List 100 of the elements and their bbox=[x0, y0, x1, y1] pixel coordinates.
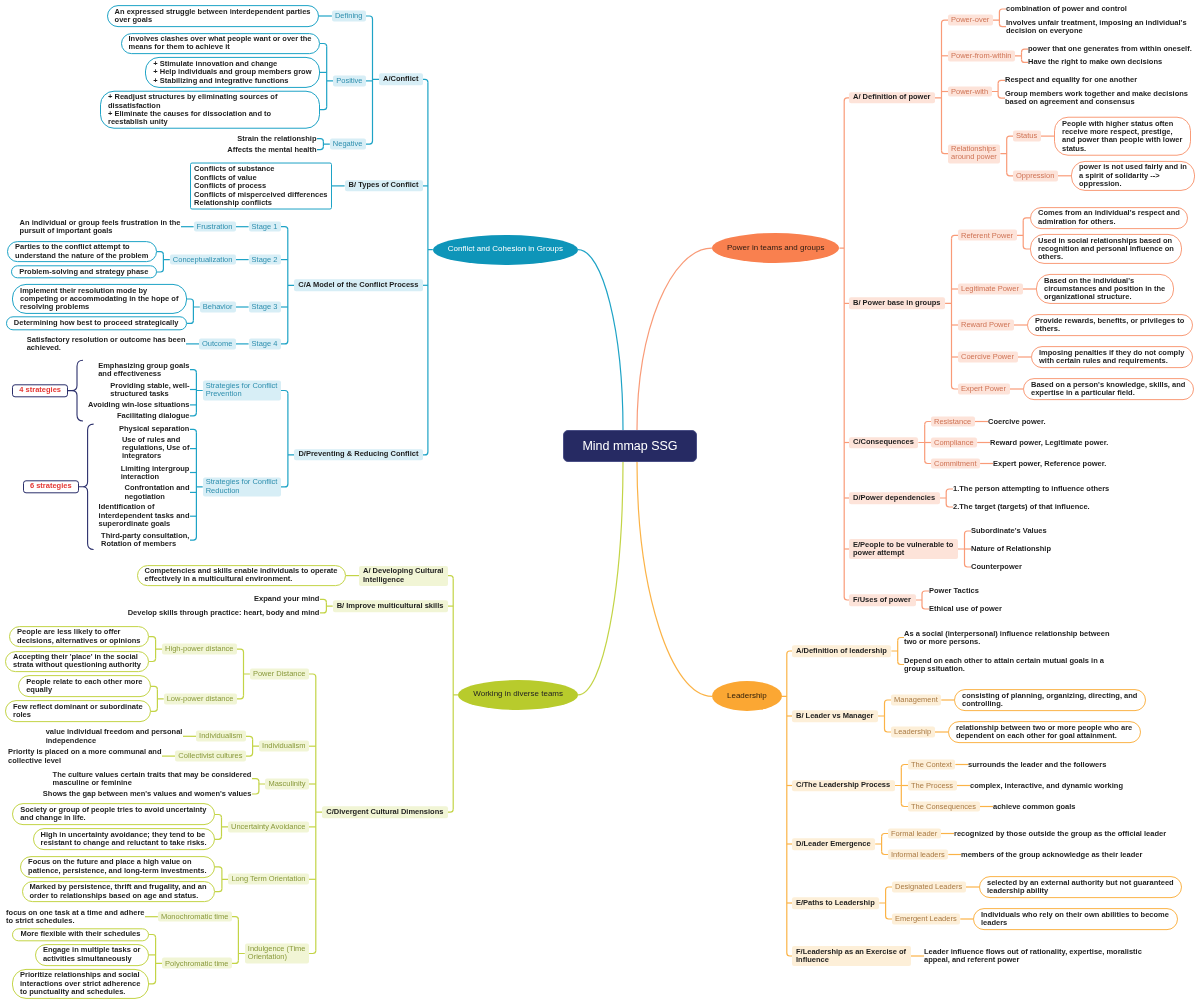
connector-line bbox=[280, 389, 289, 395]
connector-line bbox=[365, 80, 374, 82]
connector-line bbox=[924, 459, 932, 465]
connector-line bbox=[186, 319, 194, 324]
connector-line bbox=[155, 639, 163, 660]
main-topic: Leadership bbox=[712, 681, 782, 712]
connector-line bbox=[245, 752, 254, 757]
connector-line bbox=[319, 598, 327, 603]
connector-line bbox=[331, 185, 346, 187]
connector-line bbox=[998, 8, 1007, 13]
connector-line bbox=[326, 45, 334, 108]
connector-line bbox=[924, 441, 932, 444]
connector-line bbox=[950, 288, 959, 290]
connector-line bbox=[189, 369, 197, 374]
connector-line bbox=[1016, 356, 1032, 358]
connector-line bbox=[185, 343, 200, 345]
connector-line bbox=[316, 146, 324, 151]
connector-line bbox=[950, 324, 959, 326]
connector-line bbox=[189, 448, 197, 450]
connector-line bbox=[322, 141, 331, 148]
connector-line bbox=[156, 268, 164, 273]
detail-bubble bbox=[145, 57, 320, 88]
connector-line bbox=[885, 915, 893, 920]
connector-line bbox=[843, 548, 850, 550]
connector-line bbox=[950, 356, 959, 358]
connector-line bbox=[150, 685, 158, 690]
connector-line bbox=[195, 431, 204, 538]
connector-line bbox=[878, 889, 887, 917]
connector-line bbox=[959, 918, 974, 920]
connector-line bbox=[963, 563, 972, 568]
connector-line bbox=[945, 488, 954, 493]
connector-line bbox=[881, 850, 889, 856]
connector-line bbox=[921, 590, 930, 595]
connector-line bbox=[251, 778, 260, 783]
connector-line bbox=[319, 71, 328, 73]
connector-line bbox=[319, 42, 328, 48]
connector-line bbox=[877, 702, 886, 730]
connector-line bbox=[447, 605, 454, 607]
connector-line bbox=[1009, 388, 1024, 390]
connector-line bbox=[843, 302, 850, 304]
connector-line bbox=[221, 869, 229, 890]
connector-line bbox=[883, 699, 892, 704]
connector-line bbox=[957, 533, 966, 565]
main-topic: Working in diverse teams bbox=[458, 679, 578, 710]
connector-line bbox=[192, 301, 201, 321]
connector-line bbox=[934, 22, 943, 152]
connector-line bbox=[316, 138, 324, 143]
connector-line bbox=[786, 902, 793, 904]
connector-line bbox=[280, 306, 289, 308]
connector-line bbox=[786, 784, 793, 787]
connector-line bbox=[236, 648, 245, 653]
connector-line bbox=[308, 949, 317, 955]
connector-line bbox=[924, 420, 932, 426]
connector-line bbox=[189, 412, 197, 417]
connector-line bbox=[245, 735, 254, 740]
connector-line bbox=[917, 423, 926, 462]
connector-line bbox=[231, 916, 239, 921]
connector-line bbox=[156, 251, 164, 256]
connector-line bbox=[1040, 135, 1055, 137]
connector-line bbox=[910, 955, 925, 957]
connector-line bbox=[940, 699, 955, 701]
connector-line bbox=[186, 298, 194, 303]
connector-line bbox=[1013, 324, 1028, 326]
connector-line bbox=[885, 886, 893, 891]
connector-line bbox=[997, 94, 1006, 99]
connector-line bbox=[189, 536, 197, 541]
connector-line bbox=[577, 249, 624, 431]
connector-line bbox=[786, 952, 793, 957]
main-topic: Conflict and Cohesion in Groups bbox=[432, 234, 578, 265]
connector-line bbox=[940, 19, 949, 24]
connector-line bbox=[897, 660, 905, 666]
connector-line bbox=[242, 651, 251, 697]
connector-line bbox=[220, 816, 229, 837]
central-topic: Mind mmap SSG bbox=[563, 430, 697, 462]
connector-line bbox=[325, 601, 334, 611]
connector-line bbox=[843, 596, 850, 601]
connector-line bbox=[883, 728, 892, 733]
connector-line bbox=[162, 254, 171, 270]
connector-line bbox=[148, 933, 157, 939]
connector-line bbox=[786, 715, 793, 717]
connector-line bbox=[214, 835, 223, 840]
detail-list-box bbox=[190, 162, 332, 210]
connector-line bbox=[900, 763, 909, 769]
connector-line bbox=[934, 731, 949, 733]
connector-line bbox=[236, 695, 245, 700]
connector-line bbox=[422, 185, 429, 187]
connector-line bbox=[280, 340, 289, 345]
connector-line bbox=[180, 226, 195, 228]
connector-line bbox=[939, 491, 947, 505]
connector-line bbox=[365, 140, 374, 145]
connector-line bbox=[308, 783, 317, 785]
connector-line bbox=[189, 388, 197, 391]
connector-line bbox=[319, 609, 327, 614]
connector-line bbox=[287, 392, 295, 485]
connector-line bbox=[189, 404, 197, 406]
connector-line bbox=[237, 919, 246, 961]
connector-line bbox=[280, 483, 289, 488]
connector-line bbox=[308, 745, 317, 747]
connector-line bbox=[577, 461, 624, 696]
connector-line bbox=[365, 15, 374, 20]
